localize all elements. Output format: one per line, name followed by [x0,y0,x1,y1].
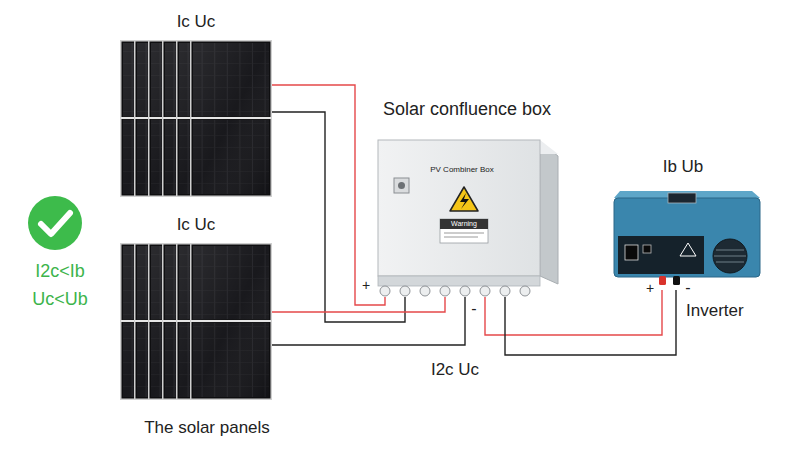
wire [272,112,405,322]
cable-gland [520,286,530,296]
check-mark [28,196,82,250]
inverter: Ib UbInverter [612,188,762,290]
inverter-rating: Ib Ub [663,157,704,177]
polarity-sign: + [362,277,370,293]
fan-grille-lines [714,250,746,262]
solar-panel-stack [121,244,272,400]
solar-panel-array: Ic Uc [120,243,272,400]
grille-line [714,256,746,257]
condition-text: Uc<Ub [32,289,88,310]
group-caption: The solar panels [144,418,270,438]
cable-gland [500,286,510,296]
sticker-line [444,233,484,234]
positive-terminal [659,276,666,285]
wire [272,297,445,312]
cable-gland [380,286,390,296]
inverter-body [614,198,760,277]
ac-socket [625,245,638,260]
grille-line [716,262,744,263]
warning-sticker [440,219,488,243]
warning-strip [440,219,488,229]
condition-text: I2c<Ib [35,261,85,282]
box-latch-key [398,182,405,189]
lightning-symbol [460,193,469,209]
solar-panel-array: Ic Uc [120,40,272,197]
inverter-front-panel [618,236,704,274]
negative-terminal [673,276,680,285]
combiner-box-drawing [378,140,558,296]
check-tick [41,213,70,234]
cable-gland [400,286,410,296]
box-base [378,276,540,286]
cable-gland [420,286,430,296]
warning-triangle [450,187,478,211]
polarity-sign: - [471,300,476,318]
box-front [378,140,540,276]
cable-gland [480,286,490,296]
panel-rating: Ic Uc [177,12,216,32]
box-latch [394,178,409,193]
inverter-name: Inverter [686,301,744,321]
box-nameplate: PV Combiner Box [430,165,494,174]
warning-text: Warning [451,219,477,229]
solar-panel [191,244,272,400]
switch [643,245,651,253]
inverter-warning-symbol [680,243,696,256]
check-circle [28,196,82,250]
fan-grille [713,239,747,273]
combiner-box: Solar confluence boxPV Combiner Box [372,132,562,297]
solar-panel [191,41,272,197]
cable-gland [460,286,470,296]
inverter-display [668,193,696,203]
cable-gland [440,286,450,296]
wire [505,290,676,355]
panel-rating: Ic Uc [177,215,216,235]
cable-glands [380,286,530,296]
solar-panel-stack [121,41,272,197]
wire [485,290,662,335]
box-side [540,142,558,284]
polarity-sign: + [646,280,654,296]
grille-line [716,250,744,251]
sticker-line [444,237,478,238]
inverter-drawing [614,191,760,285]
wire [272,297,465,345]
polarity-sign: - [685,279,690,297]
wire [272,85,385,305]
output-rating: I2c Uc [431,360,479,380]
box-title: Solar confluence box [383,99,551,120]
